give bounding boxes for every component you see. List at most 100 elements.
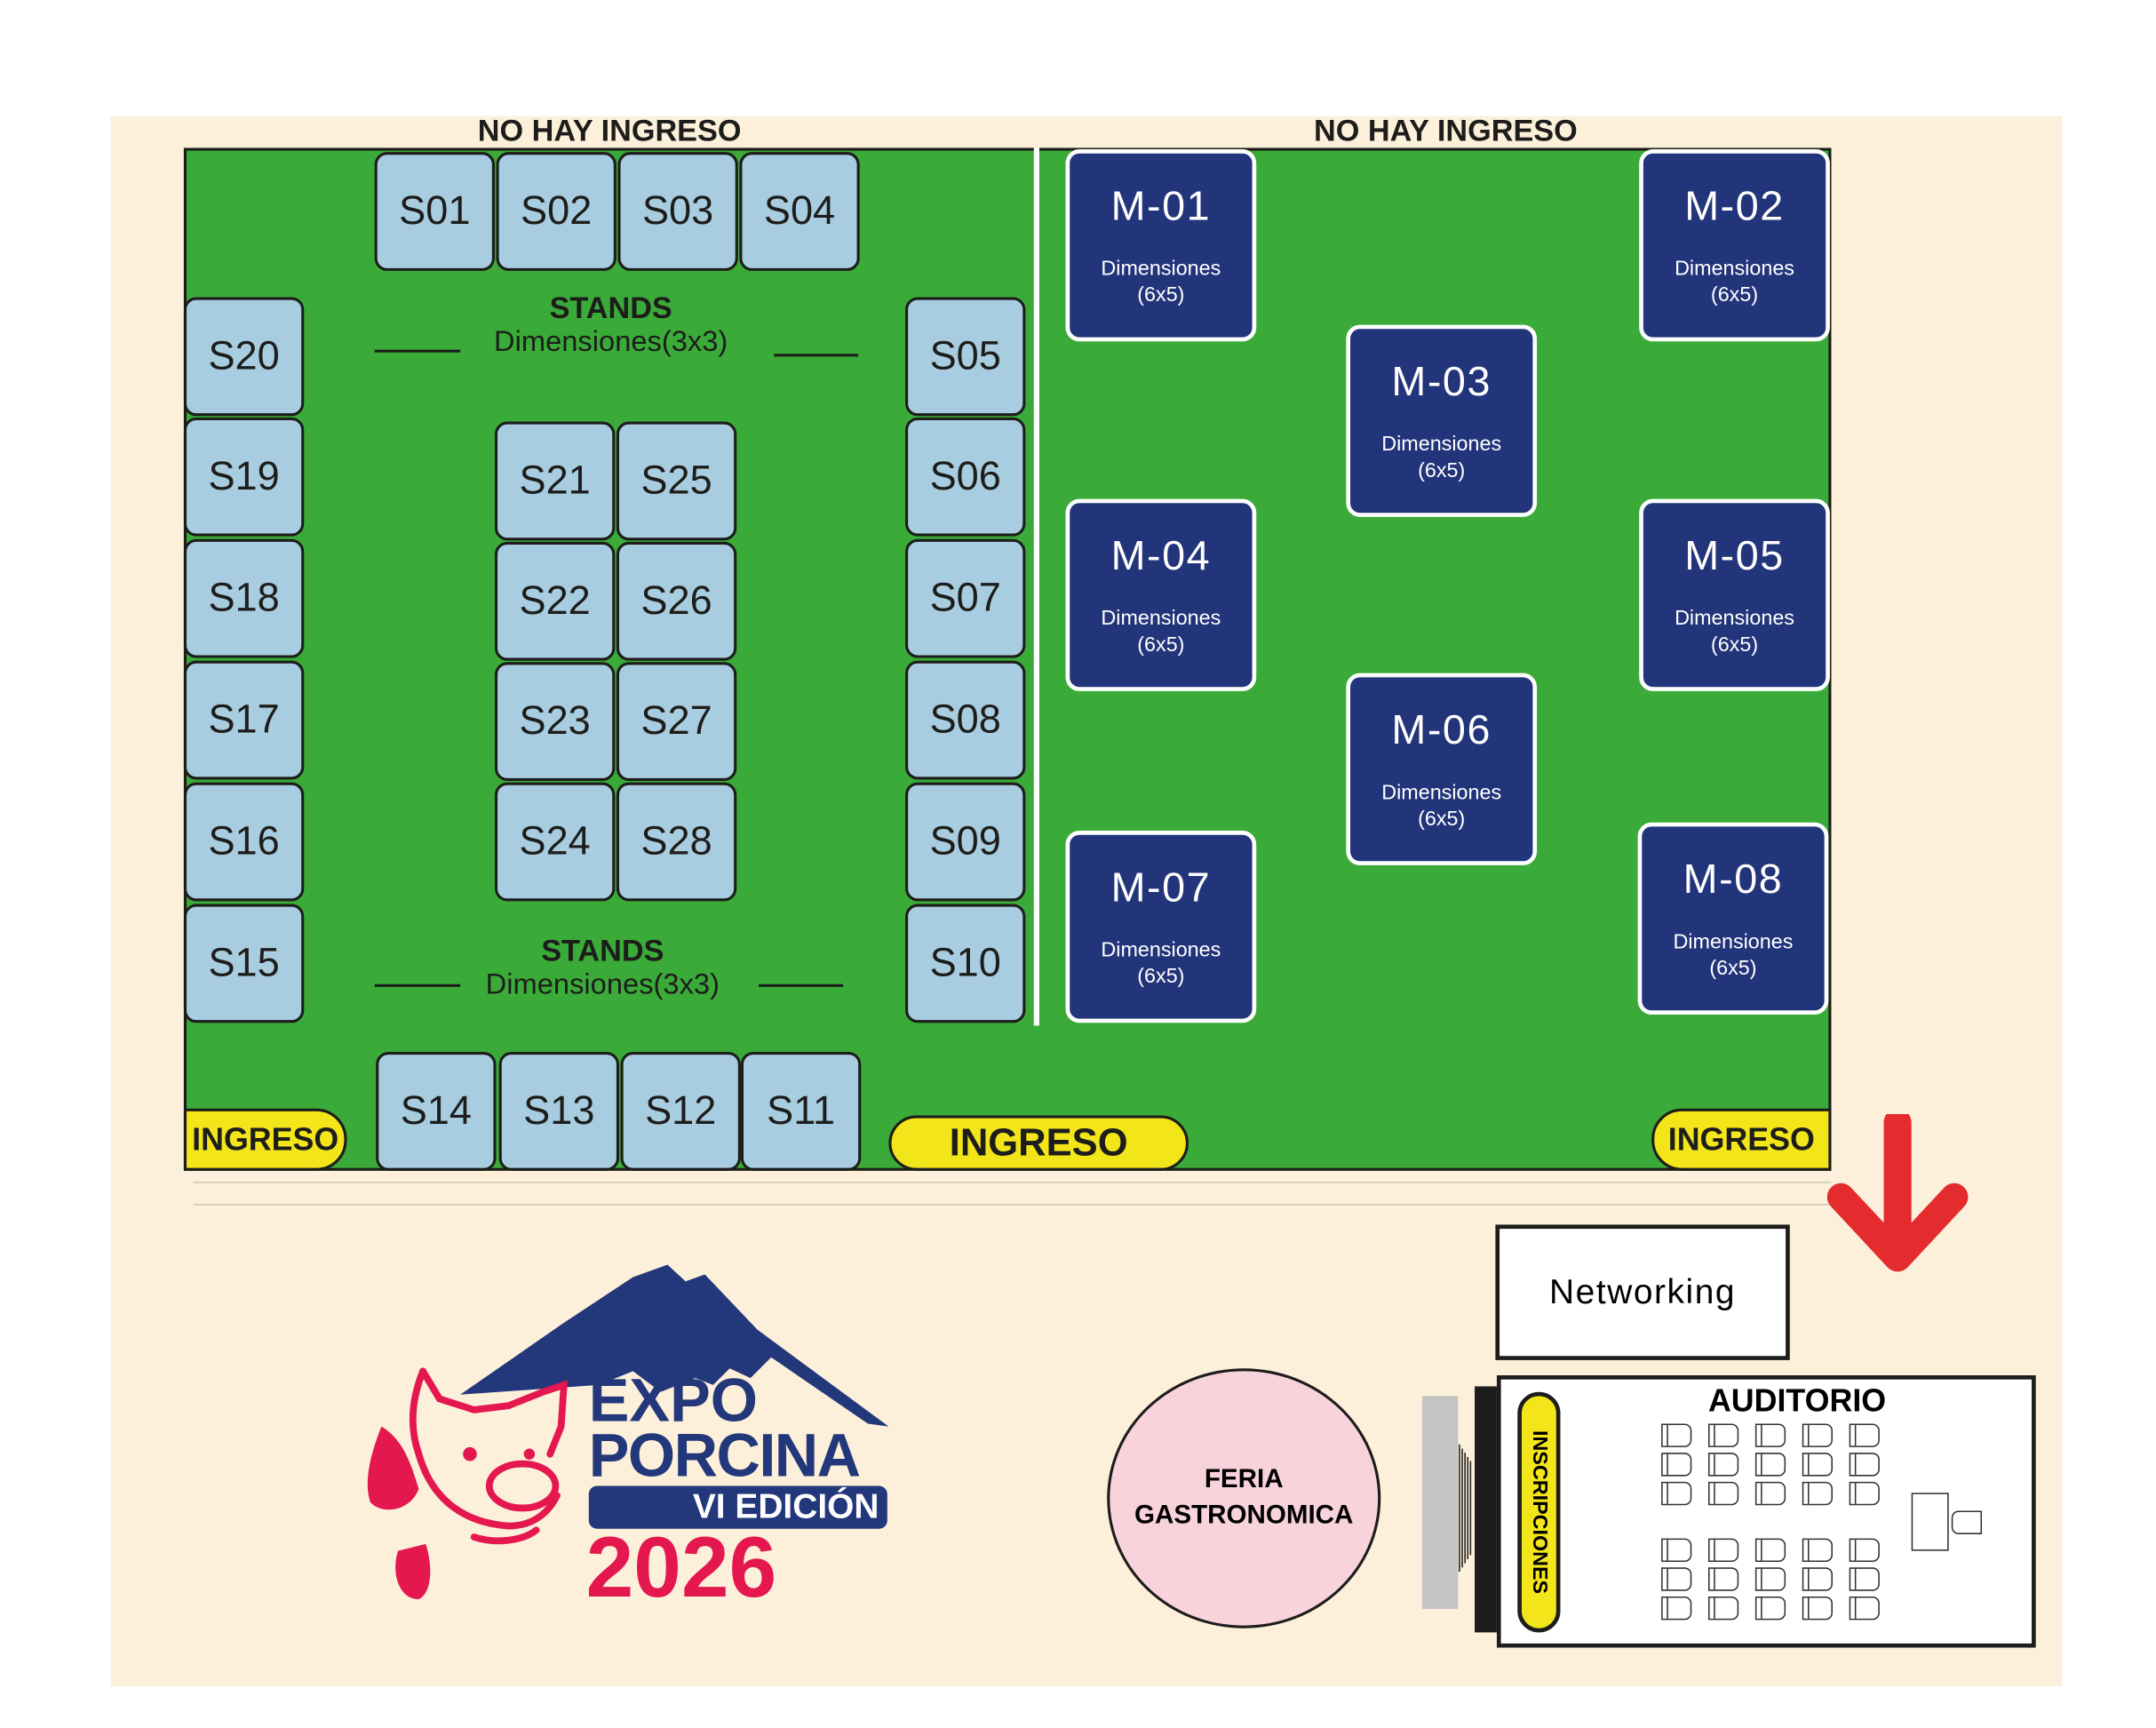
- stand-s21[interactable]: S21: [494, 421, 616, 541]
- seat-icon: [1849, 1423, 1880, 1447]
- seat-icon: [1754, 1453, 1786, 1477]
- entrance-center[interactable]: INGRESO: [888, 1115, 1189, 1171]
- stand-s26[interactable]: S26: [616, 541, 737, 661]
- stands-label-top: STANDS Dimensiones(3x3): [494, 291, 728, 360]
- stand-s27[interactable]: S27: [616, 662, 737, 782]
- stand-s22[interactable]: S22: [494, 541, 616, 661]
- entrance-left[interactable]: INGRESO: [183, 1108, 347, 1171]
- seat-icon: [1849, 1596, 1880, 1620]
- stands-heading: STANDS: [549, 290, 672, 325]
- module-dim-label: Dimensiones: [1101, 938, 1221, 962]
- stand-s23[interactable]: S23: [494, 662, 616, 782]
- seat-icon: [1754, 1538, 1786, 1563]
- module-dim: (6x5): [1137, 283, 1185, 307]
- seat-icon: [1802, 1423, 1833, 1447]
- stands-dimensions: Dimensiones(3x3): [494, 326, 728, 358]
- module-id: M-04: [1110, 533, 1212, 579]
- seat-icon: [1802, 1453, 1833, 1477]
- stand-s19[interactable]: S19: [183, 417, 305, 537]
- module-dim: (6x5): [1418, 807, 1466, 832]
- walkway-line: [193, 1182, 1832, 1183]
- stand-s09[interactable]: S09: [905, 782, 1026, 902]
- stand-s07[interactable]: S07: [905, 538, 1026, 658]
- module-id: M-08: [1683, 856, 1784, 903]
- module-id: M-06: [1391, 707, 1492, 753]
- seat-icon: [1707, 1423, 1739, 1447]
- seat-icon: [1707, 1567, 1739, 1591]
- label-line: [759, 983, 844, 987]
- stand-s05[interactable]: S05: [905, 297, 1026, 417]
- stand-s08[interactable]: S08: [905, 660, 1026, 780]
- stands-heading: STANDS: [541, 933, 664, 968]
- module-dim-label: Dimensiones: [1381, 432, 1502, 457]
- module-dim: (6x5): [1137, 964, 1185, 989]
- stand-s18[interactable]: S18: [183, 538, 305, 658]
- entrance-right[interactable]: INGRESO: [1651, 1108, 1832, 1171]
- registration-label: INSCRIPCIONES: [1527, 1429, 1551, 1595]
- seat-icon: [1661, 1423, 1692, 1447]
- label-line: [774, 354, 859, 357]
- logo-year: 2026: [585, 1520, 777, 1616]
- module-dim-label: Dimensiones: [1381, 781, 1502, 805]
- module-dim-label: Dimensiones: [1675, 257, 1794, 281]
- stairs-icon: [1459, 1444, 1472, 1572]
- stand-s03[interactable]: S03: [617, 152, 738, 271]
- logo-mountain-pig-icon: [367, 1264, 889, 1600]
- module-dim: (6x5): [1710, 633, 1759, 657]
- stand-s04[interactable]: S04: [739, 152, 860, 271]
- seat-icon: [1849, 1481, 1880, 1506]
- stands-label-bottom: STANDS Dimensiones(3x3): [486, 933, 720, 1002]
- stand-s28[interactable]: S28: [616, 782, 737, 902]
- seat-icon: [1707, 1538, 1739, 1563]
- stand-s06[interactable]: S06: [905, 417, 1026, 537]
- no-entry-label: NO HAY INGRESO: [477, 113, 742, 148]
- logo-line2: PORCINA: [588, 1421, 861, 1491]
- auditorium[interactable]: AUDITORIO: [1496, 1375, 2036, 1648]
- networking-area[interactable]: Networking: [1495, 1224, 1790, 1360]
- label-line: [374, 983, 461, 987]
- stand-s17[interactable]: S17: [183, 660, 305, 780]
- stand-s20[interactable]: S20: [183, 297, 305, 417]
- stand-s12[interactable]: S12: [620, 1051, 741, 1171]
- seat-icon: [1802, 1596, 1833, 1620]
- stand-s10[interactable]: S10: [905, 904, 1026, 1023]
- stand-s01[interactable]: S01: [374, 152, 495, 271]
- auditorium-title: AUDITORIO: [1707, 1382, 1887, 1419]
- module-dim: (6x5): [1709, 956, 1757, 981]
- stand-s25[interactable]: S25: [616, 421, 737, 541]
- stand-s16[interactable]: S16: [183, 782, 305, 902]
- stand-s24[interactable]: S24: [494, 782, 616, 902]
- registration-desk[interactable]: INSCRIPCIONES: [1517, 1391, 1561, 1633]
- walkway-line: [193, 1204, 1832, 1206]
- seat-icon: [1802, 1538, 1833, 1563]
- seat-icon: [1661, 1538, 1692, 1563]
- module-dim: (6x5): [1710, 283, 1759, 307]
- seat-icon: [1707, 1481, 1739, 1506]
- module-id: M-05: [1684, 533, 1785, 579]
- module-dim: (6x5): [1137, 633, 1185, 657]
- logo-line1: EXPO: [588, 1366, 759, 1435]
- seat-icon: [1707, 1596, 1739, 1620]
- module-dim: (6x5): [1418, 458, 1466, 482]
- entrance-ramp: [1421, 1396, 1459, 1609]
- stand-s02[interactable]: S02: [496, 152, 617, 271]
- stand-s14[interactable]: S14: [376, 1051, 497, 1171]
- stand-s15[interactable]: S15: [183, 904, 305, 1023]
- hall-divider: [1033, 147, 1039, 1026]
- logo-edition: VI EDICIÓN: [588, 1485, 887, 1529]
- stand-s11[interactable]: S11: [740, 1051, 862, 1171]
- seat-icon: [1754, 1481, 1786, 1506]
- speaker-chair: [1951, 1510, 1983, 1534]
- module-dim-label: Dimensiones: [1101, 257, 1221, 281]
- stand-s13[interactable]: S13: [498, 1051, 619, 1171]
